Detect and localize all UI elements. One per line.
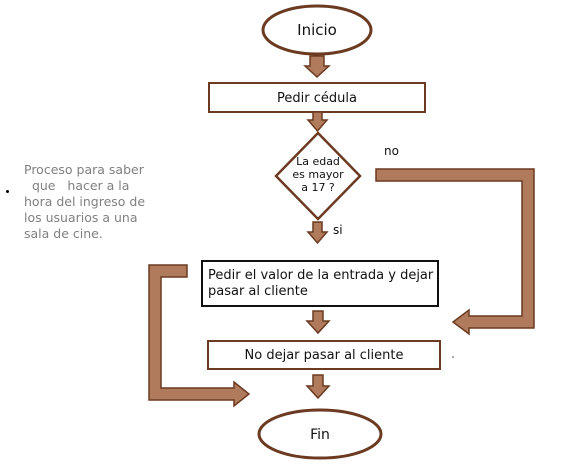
- decision-line-1: La edad: [296, 155, 340, 168]
- arrow-valor-to-no-dejar: [305, 310, 331, 335]
- step-pedir-valor-line-1: Pedir el valor de la entrada y dejar: [208, 268, 434, 283]
- yes-label: si: [333, 223, 343, 237]
- step-pedir-valor: Pedir el valor de la entrada y dejar pas…: [201, 260, 439, 307]
- arrow-cedula-to-decision: [306, 111, 329, 133]
- decision-line-3: a 17 ?: [301, 181, 335, 194]
- bullet-dot: [6, 190, 9, 193]
- description-line: sala de cine.: [24, 226, 103, 241]
- description-line: que hacer a la: [24, 178, 130, 193]
- decision-node: La edad es mayor a 17 ?: [274, 131, 362, 221]
- arrow-left-loop: [148, 264, 251, 408]
- arrow-decision-to-yes: [306, 221, 329, 245]
- step-pedir-cedula: Pedir cédula: [208, 82, 426, 113]
- end-node: Fin: [257, 408, 383, 460]
- step-pedir-cedula-label: Pedir cédula: [277, 91, 357, 106]
- stray-dot: [452, 356, 454, 358]
- start-label: Inicio: [297, 21, 337, 39]
- step-no-dejar-pasar-label: No dejar pasar al cliente: [245, 348, 404, 363]
- description-line: los usuarios a una: [24, 210, 138, 225]
- decision-line-2: es mayor: [292, 168, 344, 181]
- description-line: Proceso para saber: [24, 162, 144, 177]
- description-line: hora del ingreso de: [24, 194, 146, 209]
- arrow-no-branch: [375, 168, 535, 336]
- step-no-dejar-pasar: No dejar pasar al cliente: [207, 340, 441, 370]
- start-node: Inicio: [261, 4, 373, 56]
- end-label: Fin: [310, 427, 330, 443]
- arrow-no-dejar-to-fin: [305, 374, 331, 400]
- process-description: Proceso para saber que hacer a la hora d…: [24, 162, 184, 242]
- no-label: no: [384, 144, 399, 158]
- arrow-start-to-cedula: [303, 55, 331, 79]
- step-pedir-valor-line-2: pasar al cliente: [208, 284, 308, 299]
